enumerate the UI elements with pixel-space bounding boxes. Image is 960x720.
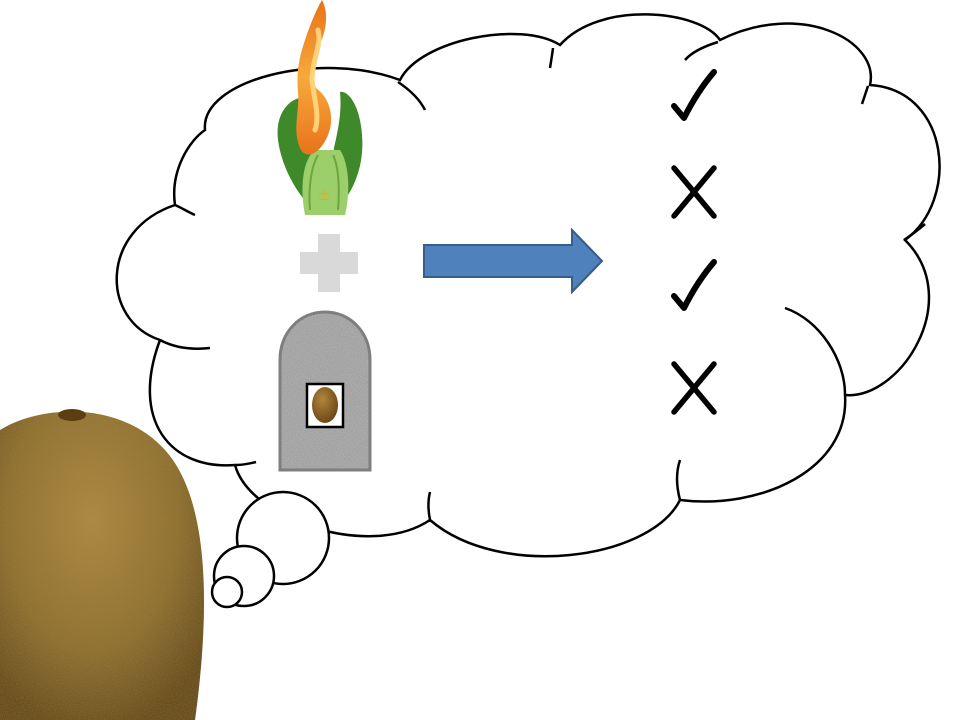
- tombstone-icon: [278, 310, 372, 472]
- kiwi-fruit-icon: [0, 409, 204, 720]
- thought-circle-small: [210, 575, 244, 609]
- thought-bubble: [115, 13, 941, 558]
- svg-text:±: ±: [317, 185, 330, 204]
- result-cross-icon-2: [664, 356, 724, 420]
- result-check-icon-1: [664, 66, 724, 130]
- result-cross-icon-1: [664, 160, 724, 224]
- plus-icon: [300, 234, 358, 292]
- right-arrow-icon: [423, 227, 604, 295]
- kiwi-portrait-icon: [312, 387, 338, 423]
- bok-choy-icon: ±: [277, 91, 363, 215]
- result-check-icon-2: [664, 256, 724, 320]
- flame-icon: [296, 0, 332, 155]
